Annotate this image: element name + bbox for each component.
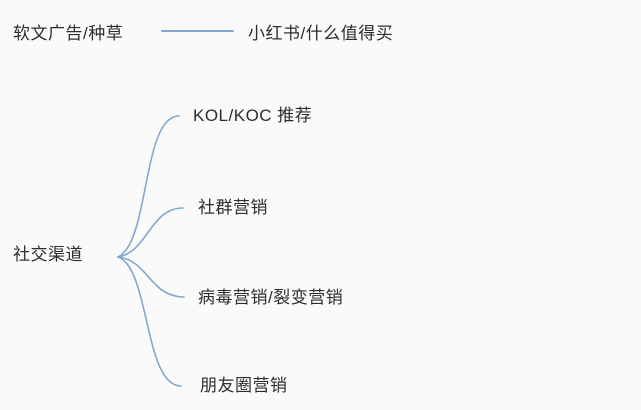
branch-curve-viral <box>117 256 185 298</box>
node-community-marketing[interactable]: 社群营销 <box>198 198 268 217</box>
branch-curve-kol-koc <box>117 115 180 258</box>
node-xiaohongshu-smzdm[interactable]: 小红书/什么值得买 <box>248 24 394 43</box>
node-viral-fission-marketing[interactable]: 病毒营销/裂变营销 <box>198 288 344 307</box>
node-soft-article-ad[interactable]: 软文广告/种草 <box>13 24 124 43</box>
branch-curve-moments <box>117 256 182 387</box>
branch-curve-community <box>117 207 184 258</box>
node-kol-koc-recommendation[interactable]: KOL/KOC 推荐 <box>193 106 313 125</box>
node-moments-marketing[interactable]: 朋友圈营销 <box>200 376 288 395</box>
node-social-channels-root[interactable]: 社交渠道 <box>13 245 83 264</box>
